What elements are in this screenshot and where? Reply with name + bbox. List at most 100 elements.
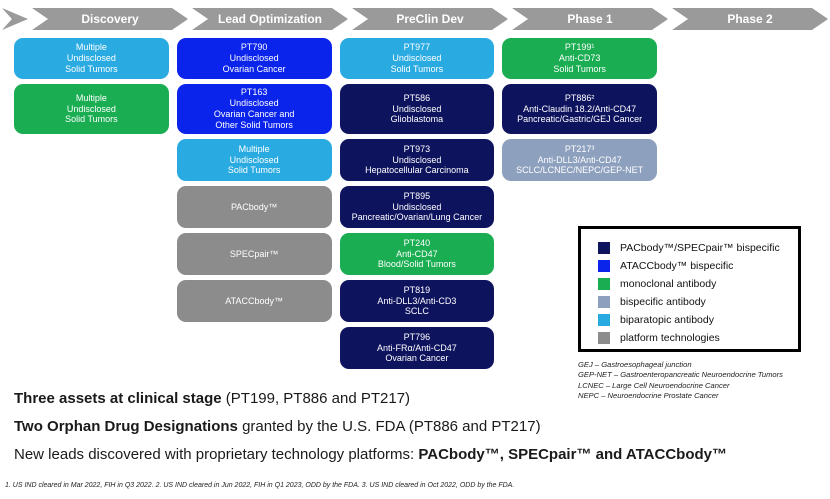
- stage-arrow-phase-1: Phase 1: [512, 8, 668, 30]
- pipeline-box-line: PT163: [240, 87, 268, 98]
- legend-item-ataccbody-bispecific: ATACCbody™ bispecific: [598, 257, 798, 275]
- pipeline-box-line: Anti-DLL3/Anti-CD47: [537, 154, 622, 165]
- stage-arrow-lead-optimization: Lead Optimization: [192, 8, 348, 30]
- stage-arrow-discovery: Discovery: [32, 8, 188, 30]
- legend-label: ATACCbody™ bispecific: [620, 260, 734, 272]
- pipeline-box-line: Multiple: [75, 92, 107, 103]
- legend-label: PACbody™/SPECpair™ bispecific: [620, 242, 780, 254]
- pipeline-box-line: Anti-DLL3/Anti-CD3: [377, 295, 457, 306]
- pipeline-box-line: Blood/Solid Tumors: [377, 259, 456, 270]
- statement-new-leads: New leads discovered with proprietary te…: [14, 446, 814, 463]
- statement-bold: Two Orphan Drug Designations: [14, 418, 238, 435]
- pipeline-box-line: SPECpair™: [229, 248, 279, 259]
- pipeline-box-line: Pancreatic/Ovarian/Lung Cancer: [351, 212, 483, 223]
- legend-swatch-icon: [598, 314, 610, 326]
- pipeline-box-line: ATACCbody™: [225, 295, 283, 306]
- legend-item-pacbody-specpair-bispecific: PACbody™/SPECpair™ bispecific: [598, 239, 798, 257]
- pipeline-box-line: PT796: [403, 331, 431, 342]
- legend-item-bispecific-antibody: bispecific antibody: [598, 293, 798, 311]
- legend-swatch-icon: [598, 260, 610, 272]
- statement-orphan-drug: Two Orphan Drug Designations granted by …: [14, 418, 814, 435]
- pipeline-box-line: Solid Tumors: [65, 63, 118, 74]
- pipeline-box-line: Undisclosed: [229, 154, 279, 165]
- pipeline-box-line: Anti-CD73: [558, 53, 601, 64]
- pipeline-box-line: Undisclosed: [392, 53, 442, 64]
- pipeline-box-line: Undisclosed: [392, 103, 442, 114]
- pipeline-box-line: Solid Tumors: [227, 165, 281, 176]
- arrow-tail-icon: [2, 8, 28, 30]
- statement-rest: granted by the U.S. FDA (PT886 and PT217…: [237, 418, 541, 435]
- stage-arrow-phase-2: Phase 2: [672, 8, 828, 30]
- pipeline-box-line: PT240: [403, 237, 431, 248]
- pipeline-box-line: Undisclosed: [66, 103, 116, 114]
- statement-bold: Three assets at clinical stage: [14, 390, 222, 407]
- statement-rest: New leads discovered with proprietary te…: [14, 446, 419, 463]
- pipeline-box-line: PT886²: [564, 92, 595, 103]
- pipeline-box-line: Undisclosed: [392, 154, 442, 165]
- pipeline-box-line: Multiple: [238, 143, 270, 154]
- pipeline-box-line: Pancreatic/Gastric/GEJ Cancer: [517, 114, 643, 125]
- pipeline-box-line: PT790: [240, 42, 268, 53]
- pipeline-box-line: Ovarian Cancer: [222, 63, 286, 74]
- pipeline-box-line: PACbody™: [230, 201, 278, 212]
- pipeline-box-line: Undisclosed: [66, 53, 116, 64]
- pipeline-box-line: Hepatocellular Carcinoma: [365, 165, 469, 176]
- legend-item-platform-technologies: platform technologies: [598, 329, 798, 347]
- pipeline-box-line: Undisclosed: [392, 201, 442, 212]
- pipeline-box-line: PT895: [403, 190, 431, 201]
- summary-statements: Three assets at clinical stage (PT199, P…: [14, 390, 814, 474]
- abbreviation-line: LCNEC – Large Cell Neuroendocrine Cancer: [578, 380, 730, 390]
- pipeline-box-pacbody: PACbody™: [176, 186, 332, 228]
- pipeline-box-line: PT217³: [564, 143, 595, 154]
- pipeline-box-line: PT977: [403, 42, 431, 53]
- legend-label: platform technologies: [620, 332, 720, 344]
- pipeline-box-line: PT973: [403, 143, 431, 154]
- legend-swatch-icon: [598, 242, 610, 254]
- legend-label: monoclonal antibody: [620, 278, 717, 290]
- abbreviation-line: GEJ – Gastroesophageal junction: [578, 360, 692, 369]
- statement-clinical-stage: Three assets at clinical stage (PT199, P…: [14, 390, 814, 407]
- stage-arrow-preclin-dev: PreClin Dev: [352, 8, 508, 30]
- pipeline-box-line: SCLC: [404, 306, 429, 317]
- pipeline-box-line: PT586: [403, 92, 431, 103]
- pipeline-box-line: Ovarian Cancer and: [213, 109, 295, 119]
- pipeline-box-line: Solid Tumors: [390, 63, 444, 74]
- pipeline-box-line: Undisclosed: [229, 53, 279, 64]
- legend-item-biparatopic-antibody: biparatopic antibody: [598, 311, 798, 329]
- statement-rest: (PT199, PT886 and PT217): [221, 390, 411, 407]
- pipeline-box-line: PT199¹: [564, 42, 595, 53]
- pipeline-box-line: Multiple: [75, 42, 107, 53]
- pipeline-box-line: Other Solid Tumors: [215, 119, 293, 130]
- pipeline-box-line: PT819: [403, 284, 431, 295]
- abbreviation-line: GEP-NET – Gastroenteropancreatic Neuroen…: [578, 370, 783, 380]
- legend-swatch-icon: [598, 296, 610, 308]
- pipeline-box-specpair: SPECpair™: [176, 233, 332, 275]
- statement-bold: PACbody™, SPECpair™ and ATACCbody™: [418, 446, 727, 463]
- legend-item-monoclonal-antibody: monoclonal antibody: [598, 275, 798, 293]
- pipeline-box-line: Undisclosed: [229, 98, 279, 109]
- ind-footnote: 1. US IND cleared in Mar 2022, FIH in Q3…: [5, 482, 515, 489]
- pipeline-box-line: Solid Tumors: [65, 114, 118, 125]
- legend-swatch-icon: [598, 332, 610, 344]
- pipeline-box-line: Anti-CD47: [396, 248, 438, 259]
- legend-label: bispecific antibody: [620, 296, 706, 308]
- pipeline-box-line: Ovarian Cancer: [385, 353, 449, 364]
